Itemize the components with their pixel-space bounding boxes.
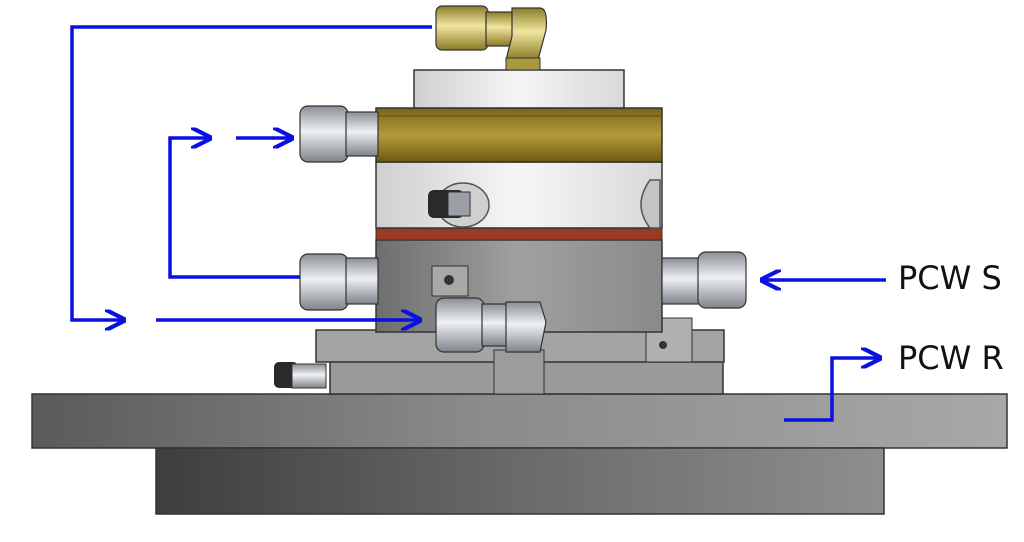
white-housing <box>375 161 663 229</box>
flow-line-top-loop <box>70 25 432 320</box>
brass-ring <box>375 107 663 163</box>
flange-step <box>493 349 545 395</box>
label-pcw-return: PCW R <box>898 339 1004 377</box>
fitting-right <box>661 251 747 309</box>
fitting-lower-left <box>299 253 379 311</box>
fitting-small-left <box>274 362 327 389</box>
housing-recess-right <box>640 179 661 229</box>
port-hole <box>444 275 454 285</box>
flow-line-return <box>784 358 880 422</box>
top-cap <box>413 69 625 109</box>
fitting-bottom-elbow <box>435 297 547 353</box>
fitting-upper-left <box>299 105 379 163</box>
flow-line-left-loop <box>168 138 300 279</box>
base-plate <box>31 393 1008 449</box>
label-pcw-supply: PCW S <box>898 259 1002 297</box>
inner-fitting-nut <box>447 191 471 217</box>
side-block-hole <box>659 341 667 349</box>
lower-block <box>155 447 885 515</box>
gasket <box>375 227 663 241</box>
brass-elbow-fitting <box>435 5 547 71</box>
flow-lines <box>70 25 886 422</box>
